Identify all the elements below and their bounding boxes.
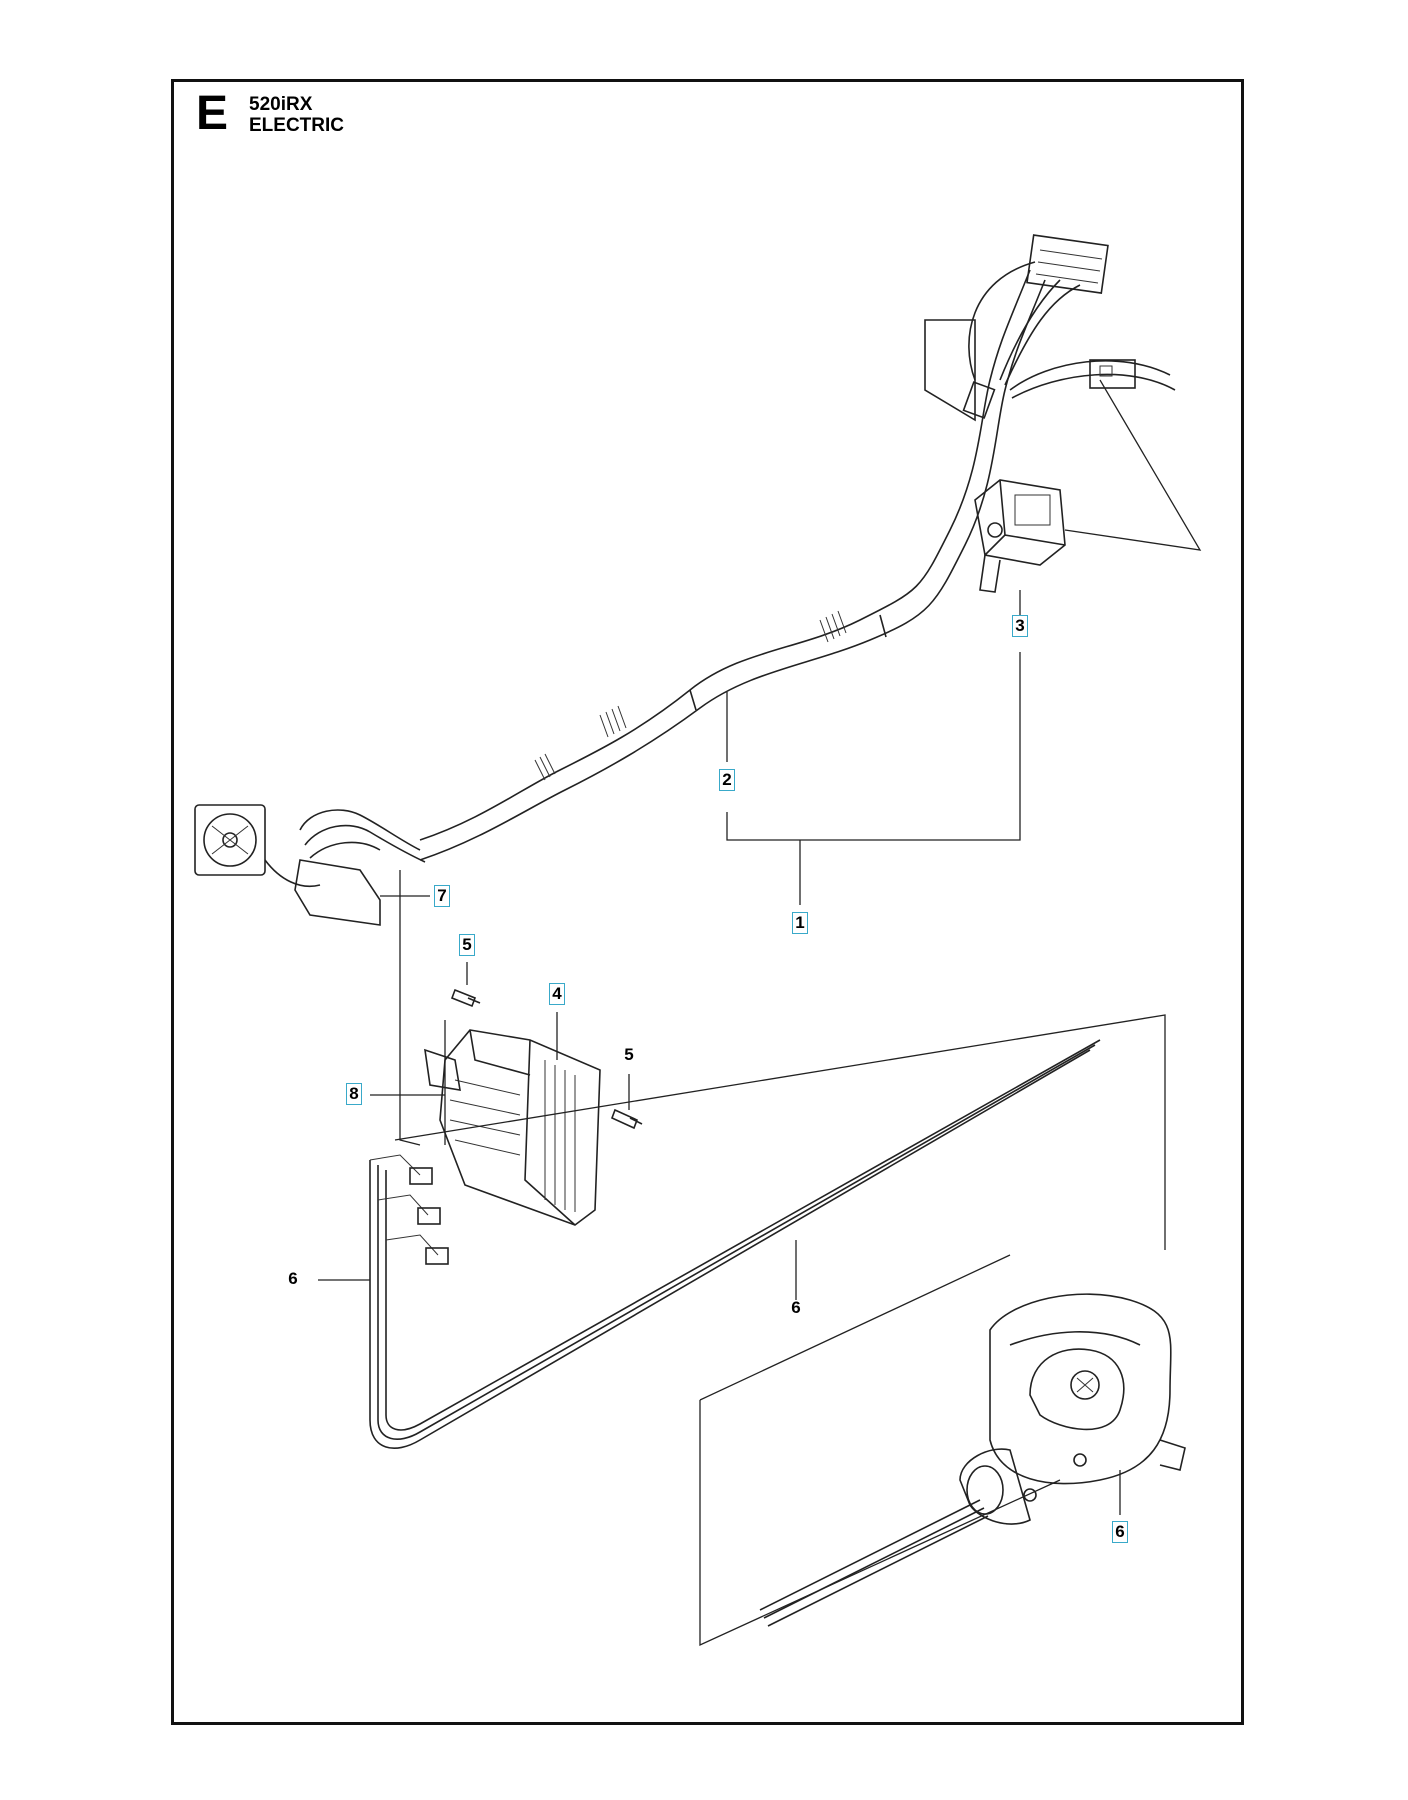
leader-lines xyxy=(318,590,1121,1515)
husqvarna-logo-icon xyxy=(1070,1370,1100,1400)
callout-3[interactable]: 3 xyxy=(1012,615,1028,637)
callout-8[interactable]: 8 xyxy=(346,1083,362,1105)
callout-6-motor[interactable]: 6 xyxy=(1112,1521,1128,1543)
motor-housing-icon xyxy=(699,1254,1186,1647)
callout-2[interactable]: 2 xyxy=(719,769,735,791)
wire-set xyxy=(369,1014,1166,1449)
control-module-icon xyxy=(424,1029,601,1226)
callout-7[interactable]: 7 xyxy=(434,885,450,907)
callout-5-right: 5 xyxy=(624,1045,634,1064)
fan-icon xyxy=(194,804,321,887)
screw-icon xyxy=(610,1108,643,1130)
callout-4[interactable]: 4 xyxy=(549,983,565,1005)
section-title: ELECTRIC xyxy=(249,115,344,136)
diagram-frame xyxy=(171,79,1244,1725)
switch-icon xyxy=(974,479,1066,593)
connector-icon xyxy=(294,809,426,926)
callout-6-center: 6 xyxy=(791,1298,801,1317)
callout-5-upper[interactable]: 5 xyxy=(459,934,475,956)
callout-1[interactable]: 1 xyxy=(792,912,808,934)
model-title: 520iRX xyxy=(249,94,313,115)
screw-icon xyxy=(450,988,481,1008)
section-letter: E xyxy=(196,87,229,140)
callout-6-left: 6 xyxy=(288,1269,298,1288)
cable-harness xyxy=(419,234,1202,861)
